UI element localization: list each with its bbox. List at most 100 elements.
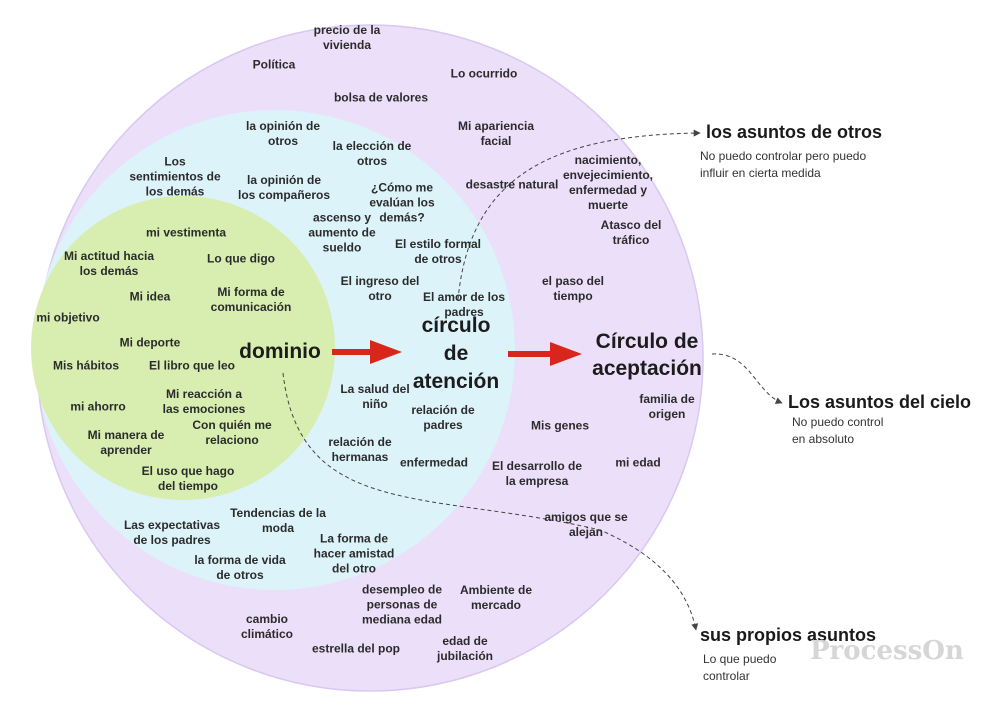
description-line: Lo que puedo [703, 652, 777, 666]
arrow-attention-to-acceptance [508, 342, 582, 366]
description-line: controlar [703, 669, 750, 683]
description-line: en absoluto [792, 432, 855, 446]
label-line: envejecimiento, [562, 168, 654, 182]
domain-circle-title: dominio [239, 340, 321, 363]
domain-item-label: Lo que digo [207, 252, 275, 267]
label-line: amigos que se [544, 510, 628, 524]
domain-item-label: mi vestimenta [146, 226, 226, 241]
label-line: nacimiento, [574, 153, 642, 167]
label-line: tráfico [612, 233, 650, 247]
label-line: hacer amistad [313, 546, 395, 561]
label-line: evalúan los [369, 195, 435, 210]
label-line: la forma de vida [194, 553, 286, 567]
label-line: Lo que digo [207, 251, 275, 266]
label-line: mi vestimenta [145, 225, 227, 240]
label-line: mercado [470, 598, 522, 612]
acceptance-item-label: desastre natural [466, 178, 559, 193]
label-line: tiempo [553, 289, 593, 303]
label-line: sueldo [322, 240, 362, 255]
label-line: relaciono [205, 433, 259, 447]
heaven-matters-description: No puedo control en absoluto [792, 414, 883, 448]
label-line: la empresa [505, 474, 569, 488]
label-line: Mi deporte [119, 335, 181, 350]
attention-title-line: atención [412, 370, 500, 393]
label-line: cambio [245, 612, 288, 626]
acceptance-item-label: Política [253, 58, 296, 73]
acceptance-circle-title: Círculo de aceptación [592, 328, 702, 382]
acceptance-item-label: bolsa de valores [334, 91, 428, 106]
label-line: El ingreso del [340, 274, 420, 288]
description-line: influir en cierta medida [700, 166, 821, 180]
label-line: mi ahorro [70, 399, 126, 414]
dashed-connector-heaven [711, 353, 783, 404]
label-line: Mi reacción a [165, 387, 243, 401]
label-line: de otros [216, 568, 264, 582]
label-line: mi objetivo [36, 310, 100, 325]
label-line: muerte [587, 198, 629, 212]
domain-item-label: El libro que leo [149, 359, 235, 374]
acceptance-item-label: Lo ocurrido [451, 67, 518, 82]
label-line: ascenso y [312, 210, 372, 225]
label-line: El estilo formal [394, 237, 482, 251]
label-line: estrella del pop [311, 641, 401, 656]
label-line: las emociones [162, 402, 246, 416]
domain-item-label: mi ahorro [70, 400, 125, 415]
label-line: comunicación [210, 300, 292, 314]
label-line: jubilación [436, 649, 494, 663]
label-line: el paso del [541, 274, 605, 288]
label-line: la opinión de [247, 173, 321, 187]
label-line: de otros [414, 252, 462, 266]
label-line: El desarrollo de [491, 459, 583, 473]
label-line: demás? [379, 210, 425, 225]
acceptance-item-label: Mis genes [531, 419, 589, 434]
label-line: personas de [366, 597, 438, 612]
own-matters-heading: sus propios asuntos [700, 625, 877, 645]
label-line: facial [480, 134, 512, 148]
label-line: climático [240, 627, 294, 641]
label-line: Mis hábitos [52, 358, 120, 373]
label-line: otros [356, 154, 387, 168]
label-line: El amor de los [422, 290, 506, 304]
label-line: Mi forma de [217, 285, 285, 299]
label-line: relación de [328, 435, 392, 449]
label-line: aprender [100, 443, 152, 457]
label-line: Tendencias de la [230, 506, 326, 520]
label-line: El libro que leo [148, 358, 236, 373]
label-line: niño [362, 397, 388, 411]
arrow-domain-to-attention [332, 340, 402, 364]
label-line: edad de [442, 634, 488, 648]
label-line: Lo ocurrido [450, 66, 518, 81]
label-line: enfermedad y [568, 183, 648, 197]
label-line: Mi idea [129, 289, 171, 304]
label-line: La salud del [340, 382, 410, 396]
acceptance-item-label: mi edad [615, 456, 660, 471]
others-matters-description: No puedo controlar pero puedo influir en… [700, 148, 866, 182]
description-line: No puedo controlar pero puedo [700, 149, 867, 163]
label-line: la opinión de [246, 119, 320, 133]
acceptance-title-line: aceptación [592, 357, 702, 380]
domain-item-label: mi objetivo [36, 311, 99, 326]
domain-item-label: Mis hábitos [53, 359, 119, 374]
heaven-matters-heading: Los asuntos del cielo [788, 392, 972, 412]
